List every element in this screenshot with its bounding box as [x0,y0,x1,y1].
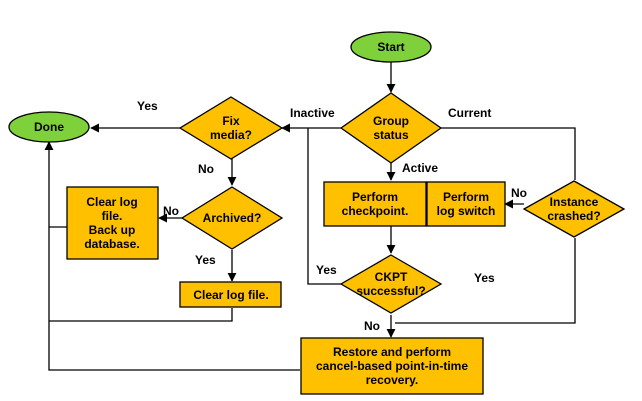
edge-clear-log-to-left-line [49,308,233,322]
edge-ckpt-yes [307,128,341,285]
edge-restore-to-done [44,141,300,371]
archived-label: Archived? [203,211,262,225]
ckpt-successful-line-2: successful? [356,284,425,298]
label-fix-media-yes: Yes [137,99,158,113]
done-label: Done [34,120,64,134]
instance-crashed-line-1: Instance [550,195,599,209]
edge-group-status-current [441,127,576,180]
done-line-1: Done [34,120,64,134]
done-node: Done [8,111,90,143]
restore-line-2: cancel-based point-in-time [316,359,468,373]
clear-log-backup-line-4: database. [84,237,139,251]
label-archived-yes: Yes [195,253,216,267]
group-status-line-2: status [373,128,409,142]
label-ckpt-yes: Yes [316,263,337,277]
label-fix-media-no: No [198,162,214,176]
label-log-switch-no: No [511,186,527,200]
clear-log-backup-line-2: file. [102,209,123,223]
label-inactive: Inactive [290,106,335,120]
archived-line-1: Archived? [203,211,262,225]
label-active: Active [402,161,438,175]
start-node: Start [350,31,432,63]
edge-labels: Yes Inactive Current Active No No No Yes… [137,99,527,333]
fix-media-line-1: Fix [222,114,240,128]
label-ckpt-no: No [364,319,380,333]
clear-log-line-1: Clear log file. [193,288,268,302]
perform-checkpoint-line-2: checkpoint. [342,204,409,218]
restore-line-1: Restore and perform [333,345,451,359]
edge-crashed-yes [395,238,576,324]
label-current: Current [448,106,491,120]
label-archived-no: No [163,204,179,218]
ckpt-successful-line-1: CKPT [375,270,408,284]
connectors [44,62,576,371]
clear-log-label: Clear log file. [193,288,268,302]
fix-media-line-2: media? [210,128,252,142]
perform-log-switch-line-1: Perform [443,190,489,204]
perform-log-switch-line-2: log switch [437,204,496,218]
clear-log-backup-line-3: Back up [89,223,136,237]
perform-checkpoint-line-1: Perform [352,190,398,204]
restore-line-3: recovery. [366,373,418,387]
label-crashed-yes: Yes [474,271,495,285]
archived-decision: Archived? [180,186,284,250]
start-label: Start [377,40,404,54]
instance-crashed-line-2: crashed? [547,209,600,223]
clear-log-process: Clear log file. [179,281,282,308]
group-status-line-1: Group [373,114,409,128]
start-line-1: Start [377,40,404,54]
clear-log-backup-line-1: Clear log [86,195,137,209]
